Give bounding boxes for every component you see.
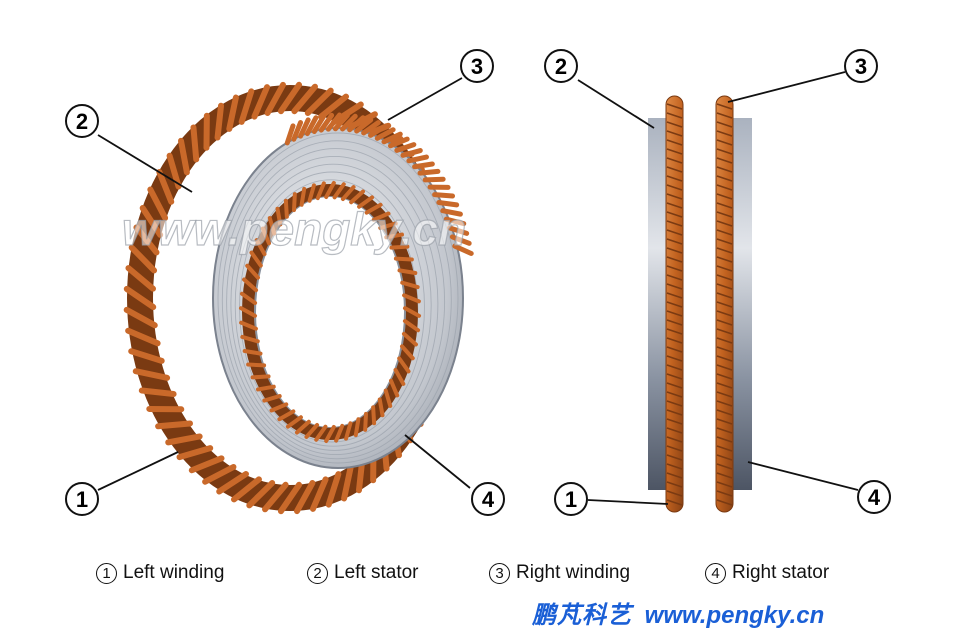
svg-text:3: 3 [471, 54, 483, 79]
callout-4-right: 4 [857, 480, 891, 514]
svg-text:3: 3 [855, 54, 867, 79]
callout-3-left: 3 [460, 49, 494, 83]
footer-brand: 鹏芃科艺 www.pengky.cn [532, 595, 824, 630]
legend-item-left-winding: 1 Left winding [96, 558, 224, 588]
watermark-text: www.pengky.cn [122, 203, 466, 255]
ring-side-view [648, 95, 752, 513]
legend-number: 2 [307, 562, 328, 584]
legend-item-left-stator: 2 Left stator [307, 558, 419, 588]
legend-item-right-stator: 4 Right stator [705, 558, 829, 588]
right-stator-side [732, 118, 752, 490]
ring-3d-view [123, 81, 474, 515]
left-winding-side [665, 95, 684, 513]
callout-3-right: 3 [844, 49, 878, 83]
callouts: 2 3 1 4 2 3 1 4 [65, 49, 891, 516]
left-stator-side [648, 118, 670, 490]
svg-text:1: 1 [76, 487, 88, 512]
right-winding-inner [238, 180, 422, 444]
callout-4-left: 4 [471, 482, 505, 516]
svg-text:1: 1 [565, 487, 577, 512]
svg-text:2: 2 [76, 109, 88, 134]
brand-url[interactable]: www.pengky.cn [644, 602, 825, 629]
legend-number: 4 [705, 562, 726, 584]
callout-2-right: 2 [544, 49, 578, 83]
leader-lines [97, 71, 859, 505]
legend-label: Left winding [123, 562, 225, 583]
callout-1-right: 1 [554, 482, 588, 516]
legend-item-right-winding: 3 Right winding [489, 558, 630, 588]
brand-name-cn: 鹏芃科艺 [532, 602, 632, 629]
svg-text:4: 4 [868, 485, 881, 510]
right-winding-side [715, 95, 734, 513]
legend-label: Right winding [516, 562, 631, 583]
right-winding-3d [284, 112, 474, 256]
callout-1-left: 1 [65, 482, 99, 516]
callout-2-left: 2 [65, 104, 99, 138]
legend-number: 3 [489, 562, 510, 584]
svg-text:2: 2 [555, 54, 567, 79]
legend-label: Right stator [732, 562, 830, 583]
legend-label: Left stator [334, 562, 419, 583]
legend-number: 1 [96, 562, 117, 584]
svg-text:4: 4 [482, 487, 495, 512]
